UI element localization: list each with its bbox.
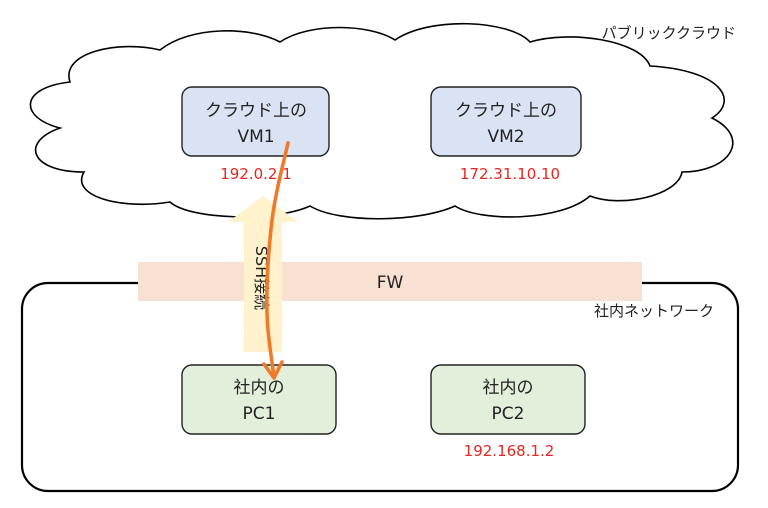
vm1-box: [181, 86, 330, 157]
pc1-label-line2: PC1: [243, 404, 276, 424]
pc2-box: [430, 364, 586, 435]
vm1-label-line2: VM1: [237, 127, 274, 147]
ssh-connection-arrowhead: [262, 360, 284, 380]
ssh-arrow: [228, 196, 298, 352]
pc1-label-line1: 社内の: [234, 378, 285, 398]
vm2-label-line1: クラウド上の: [455, 101, 557, 121]
ssh-connection-line: [264, 141, 290, 379]
vm2-box: [430, 86, 582, 157]
vm2-label-line2: VM2: [487, 127, 524, 147]
vm1-ip: 192.0.2.1: [220, 165, 292, 183]
internal-network-label: 社内ネットワーク: [594, 302, 714, 320]
public-cloud-shape: [29, 22, 734, 220]
firewall-band: [138, 262, 642, 301]
vm1-label-line1: クラウド上の: [205, 101, 307, 121]
vm2-ip: 172.31.10.10: [460, 165, 560, 183]
pc2-label-line1: 社内の: [483, 378, 534, 398]
public-cloud-label: パブリッククラウド: [602, 24, 736, 42]
pc2-ip: 192.168.1.2: [464, 442, 555, 460]
pc2-label-line2: PC2: [492, 404, 525, 424]
pc1-box: [181, 364, 337, 435]
firewall-label: FW: [377, 273, 404, 293]
